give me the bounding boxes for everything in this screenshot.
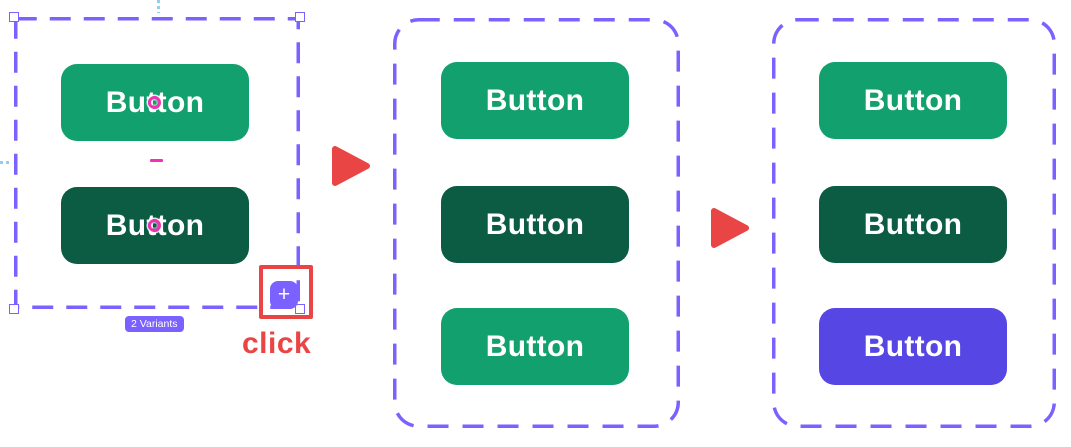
arrow-right-icon [332,146,370,186]
selection-handle-bottom-left[interactable] [9,304,19,314]
variant-button-3-new[interactable]: Button [441,308,629,385]
arrow-right-icon [711,208,749,248]
selection-handle-top-right[interactable] [295,12,305,22]
variant-button-2[interactable]: Button [819,186,1007,263]
anchor-point-indicator [148,219,161,232]
selection-dashed-border [14,17,300,309]
spacing-tick-indicator [150,159,163,162]
variants-count-badge: 2 Variants [125,316,184,332]
selection-handle-bottom-right[interactable] [295,304,305,314]
snap-guide-vertical [157,0,160,13]
variant-button-2[interactable]: Button [441,186,629,263]
anchor-point-indicator [148,96,161,109]
selection-handle-top-left[interactable] [9,12,19,22]
plus-icon: + [277,282,291,306]
add-variant-button[interactable]: + [270,281,298,309]
variant-button-1[interactable]: Button [441,62,629,139]
click-annotation-label: click [242,327,312,360]
variant-button-1[interactable]: Button [819,62,1007,139]
snap-guide-horizontal [0,161,11,164]
component-set-frame-step3[interactable]: Button Button Button [772,18,1056,428]
component-set-frame[interactable]: Button Button 2 Variants + click [9,12,313,360]
variant-button-3-recolored[interactable]: Button [819,308,1007,385]
component-set-frame-step2[interactable]: Button Button Button [393,18,680,428]
